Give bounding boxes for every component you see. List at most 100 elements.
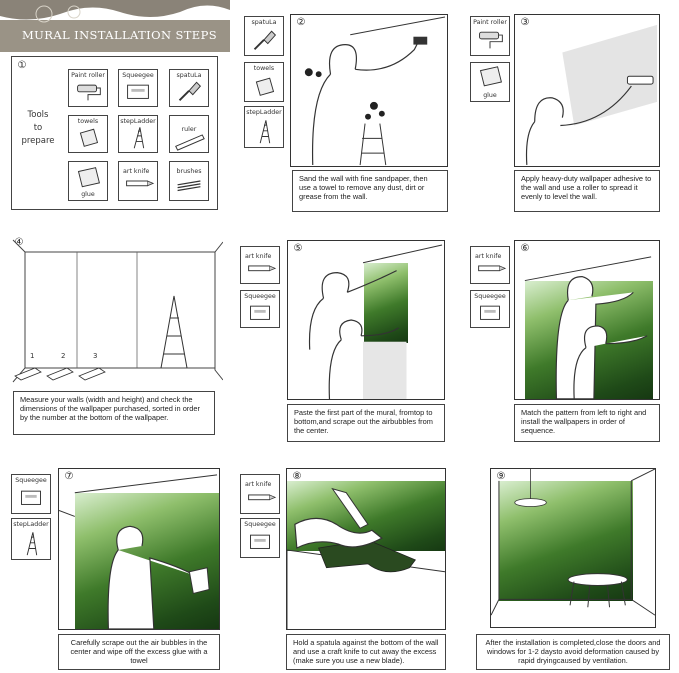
tools-heading-line1: Tools <box>27 110 49 120</box>
art-knife-icon <box>126 180 155 187</box>
step2-caption: Sand the wall with fine sandpaper, then … <box>292 170 448 212</box>
squeegee-icon <box>21 490 41 505</box>
tools-heading: Tools to prepare <box>18 109 58 148</box>
tool-towels: towels <box>68 115 108 153</box>
step4-illustration: ④ 1 2 3 <box>9 236 223 386</box>
step6-caption: Match the pattern from left to right and… <box>514 404 660 442</box>
tool-label: glue <box>483 92 497 99</box>
ruler-icon <box>175 134 205 151</box>
towels-icon <box>79 128 99 147</box>
panel-label-2: 2 <box>61 352 66 360</box>
step7-caption: Carefully scrape out the air bubbles in … <box>58 634 220 670</box>
tool-label: art knife <box>123 168 150 175</box>
tool-spatula: spatuLa <box>169 69 209 107</box>
tool-stepladder: stepLadder <box>118 115 158 153</box>
squeegee-icon <box>250 305 270 320</box>
step-number: ① <box>16 60 28 73</box>
step4-drawing <box>12 239 223 383</box>
step2-drawing <box>304 16 446 166</box>
step8-illustration: ⑧ <box>286 468 446 630</box>
brushes-icon <box>177 180 201 192</box>
spatula-icon <box>253 30 277 50</box>
step3-illustration: ③ <box>514 14 660 167</box>
tool-label: spatuLa <box>251 19 277 26</box>
step-number: ⑤ <box>292 243 304 256</box>
glue-icon <box>77 167 100 188</box>
tool-label: towels <box>253 65 275 72</box>
step5-tool-squeegee: Squeegee <box>240 290 280 328</box>
squeegee-icon <box>250 534 270 549</box>
step-number: ④ <box>13 237 25 250</box>
tool-label: stepLadder <box>13 521 49 528</box>
step5-drawing <box>308 244 443 399</box>
step6-tool-art-knife: art knife <box>470 246 510 284</box>
step8-drawing <box>287 487 445 629</box>
step8-tool-squeegee: Squeegee <box>240 518 280 558</box>
tool-ruler: ruler <box>169 115 209 153</box>
step2-tool-stepladder: stepLadder <box>244 106 284 148</box>
tool-paint-roller: Paint roller <box>68 69 108 107</box>
step-number: ② <box>295 17 307 30</box>
step2-tool-spatula: spatuLa <box>244 16 284 56</box>
stepladder-icon <box>259 120 271 144</box>
step2-tool-towels: towels <box>244 62 284 102</box>
tool-glue: glue <box>68 161 108 201</box>
header-banner-shape <box>0 0 230 52</box>
paint-roller-icon <box>77 84 101 101</box>
step4-caption: Measure your walls (width and height) an… <box>13 391 215 435</box>
tool-label: Squeegee <box>244 521 276 528</box>
tool-label: Paint roller <box>473 19 507 26</box>
tool-label: Squeegee <box>122 72 154 79</box>
step-number: ⑦ <box>63 471 75 484</box>
step9-drawing <box>491 469 655 616</box>
step3-tool-paint-roller: Paint roller <box>470 16 510 56</box>
panel-label-1: 1 <box>30 352 35 360</box>
step6-drawing <box>524 256 652 399</box>
tool-label: art knife <box>245 253 272 260</box>
panel-label-3: 3 <box>93 352 98 360</box>
tool-label: art knife <box>475 253 502 260</box>
tool-label: art knife <box>245 481 272 488</box>
art-knife-icon <box>478 265 507 272</box>
step7-tool-squeegee: Squeegee <box>11 474 51 514</box>
step9-caption: After the installation is completed,clos… <box>476 634 670 670</box>
stepladder-icon <box>26 532 38 556</box>
step5-caption: Paste the first part of the mural, fromt… <box>287 404 445 442</box>
tool-label: ruler <box>181 126 197 133</box>
tool-label: spatuLa <box>176 72 202 79</box>
tool-label: Squeegee <box>474 293 506 300</box>
step6-illustration: ⑥ <box>514 240 660 400</box>
tool-label: stepLadder <box>120 118 156 125</box>
step8-caption: Hold a spatula against the bottom of the… <box>286 634 446 670</box>
page-title: MURAL INSTALLATION STEPS <box>22 28 218 42</box>
tool-label: Paint roller <box>71 72 105 79</box>
art-knife-icon <box>248 494 277 501</box>
step6-tool-squeegee: Squeegee <box>470 290 510 328</box>
towels-icon <box>255 77 275 96</box>
tool-label: brushes <box>176 168 202 175</box>
step-number: ⑥ <box>519 243 531 256</box>
stepladder-icon <box>133 127 145 149</box>
step5-tool-art-knife: art knife <box>240 246 280 284</box>
spatula-icon <box>178 81 202 101</box>
step3-caption: Apply heavy-duty wallpaper adhesive to t… <box>514 170 660 212</box>
step2-illustration: ② <box>290 14 448 167</box>
tools-panel: ① Tools to prepare Paint roller Squeegee… <box>11 56 218 210</box>
tool-label: glue <box>81 191 95 198</box>
tool-label: Squeegee <box>244 293 276 300</box>
glue-icon <box>479 66 502 87</box>
tool-art-knife: art knife <box>118 161 158 201</box>
step9-illustration: ⑨ <box>490 468 656 628</box>
step3-tool-glue: glue <box>470 62 510 102</box>
tools-heading-line2: to <box>33 123 43 133</box>
squeegee-icon <box>127 84 149 99</box>
squeegee-icon <box>480 305 500 320</box>
tool-label: stepLadder <box>246 109 282 116</box>
step8-tool-art-knife: art knife <box>240 474 280 514</box>
tools-heading-line3: prepare <box>21 136 55 146</box>
step7-illustration: ⑦ <box>58 468 220 630</box>
tool-squeegee: Squeegee <box>118 69 158 107</box>
step-number: ③ <box>519 17 531 30</box>
tool-label: towels <box>77 118 99 125</box>
tool-brushes: brushes <box>169 161 209 201</box>
